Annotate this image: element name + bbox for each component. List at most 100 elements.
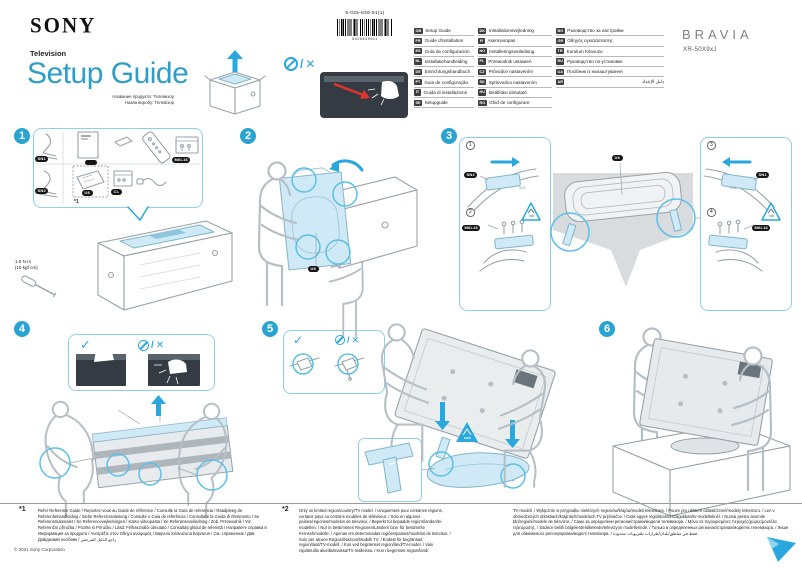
- tv-leg-left: [435, 436, 451, 460]
- footnote-2-text-b: TV-modell. / Wyłącznie w przypadku niekt…: [513, 508, 789, 536]
- wrong-press-image: [148, 354, 200, 386]
- lang-label: Průvodce nastavením: [488, 69, 533, 75]
- step-4-number: 4: [14, 321, 30, 337]
- slash-icon: /: [300, 57, 304, 71]
- no-icon: [284, 57, 298, 71]
- lang-code: FI: [478, 37, 485, 45]
- u6-leader-line: [619, 162, 623, 196]
- stand-bad-mini-drawing: [334, 353, 365, 381]
- lang-code: PL: [478, 58, 486, 65]
- step-5-inset-box: [358, 438, 422, 502]
- slide-arrow-left-icon: [722, 157, 752, 167]
- lang-label: دليل الإعداد: [642, 79, 664, 85]
- part-pill-sn1: SN1: [35, 156, 49, 162]
- subtitle-ru: Название продукта: Телевизор: [112, 94, 174, 99]
- molded-label-sn1: SN1: [730, 186, 737, 190]
- part-pill-sn2: SN2: [35, 188, 49, 194]
- prohibition-symbols-step5: / ✕: [335, 335, 359, 345]
- page-title: Setup Guide: [27, 57, 189, 90]
- cross-icon: ✕: [155, 339, 165, 351]
- lang-code: NL: [414, 58, 423, 65]
- step-2-number: 2: [240, 128, 256, 144]
- check-icon: ✓: [293, 333, 304, 347]
- footnote-2-text-a: Only on limited region/country/TV model.…: [299, 508, 451, 554]
- screwdriver-drawing: [21, 275, 57, 298]
- lang-code: UA: [556, 68, 565, 75]
- lang-label: Beállítási útmutató: [488, 89, 527, 95]
- lang-label: Sprievodca nastavením: [488, 79, 537, 85]
- part-pill-u6-step3: U6: [612, 155, 623, 161]
- slash-icon: /: [347, 334, 350, 345]
- stand-leg-sn2-drawing: [38, 170, 58, 198]
- small-part-drawing: [114, 136, 133, 147]
- reference-sheet-drawing: [76, 170, 105, 190]
- substep-4: 4: [707, 208, 716, 217]
- screw-bag-drawing: [175, 136, 199, 154]
- hand-highlight-circle: [325, 239, 351, 265]
- bravia-logo: BRAVIA: [682, 27, 753, 42]
- torque-value-alt: {15 kgf·cm}: [15, 265, 38, 271]
- lang-code: GB: [414, 27, 423, 34]
- part-pill-u6: U6: [82, 190, 93, 196]
- part-pill-cl: CL: [111, 189, 122, 195]
- part-pill-screws-right: M6L16: [752, 225, 771, 231]
- hand-highlight-circle: [138, 462, 162, 486]
- lang-label: Посібник із налаштування: [566, 69, 623, 75]
- lang-label: Οδηγός εγκατάστασης: [567, 38, 613, 44]
- lang-code: SK: [478, 79, 487, 86]
- lang-code: RU: [556, 58, 565, 65]
- lang-label: Installationsvejledning: [488, 28, 534, 34]
- hand-highlight-circle: [332, 181, 358, 207]
- hand-highlight-circle: [291, 167, 317, 193]
- tv-tilted-drawing: [394, 328, 556, 459]
- lang-code: IT: [414, 89, 421, 96]
- torque-value: 1.5 N·m: [15, 259, 32, 264]
- lang-code: DE: [414, 68, 423, 75]
- lang-code: PT: [414, 79, 422, 86]
- substep-2: 2: [466, 208, 475, 217]
- footnote-2-label: *2: [282, 506, 289, 513]
- pinch-warning-triangle: [521, 202, 541, 221]
- arrow-up-icon: [227, 50, 243, 72]
- page-turn-arrow-icon: [767, 537, 796, 562]
- step-3-left-panel: [459, 137, 551, 311]
- check-icon: ✓: [80, 337, 91, 352]
- step-4-callout-box: [68, 334, 215, 391]
- hand-highlight-circle: [106, 453, 130, 477]
- step-3-right-panel: [700, 137, 792, 311]
- lang-code: HU: [478, 89, 487, 96]
- subtitle-ua: Назва виробу: Телевізор: [124, 100, 174, 106]
- tv-panel-drawing: [278, 167, 352, 271]
- leg-highlight-circle: [428, 451, 454, 477]
- step-5-illustration: [289, 323, 556, 494]
- leg-zoom-circle-left: [550, 212, 590, 252]
- step-1-accessory-bubble: [33, 128, 203, 208]
- tv-facedown-drawing: [553, 171, 693, 287]
- molded-label-sn2: SN2: [519, 186, 526, 190]
- lang-label: Setup Guide: [425, 28, 451, 34]
- no-icon: [335, 335, 345, 345]
- lang-label: Guide d'installation: [424, 38, 464, 44]
- pinch-warning-triangle-filled: [456, 422, 478, 442]
- slash-icon: /: [151, 339, 154, 351]
- part-number: 5-025-639-91(1): [345, 11, 385, 16]
- correct-grip-image: [76, 348, 126, 386]
- lang-code: RO: [478, 99, 487, 106]
- lang-label: Setupguide: [424, 100, 448, 106]
